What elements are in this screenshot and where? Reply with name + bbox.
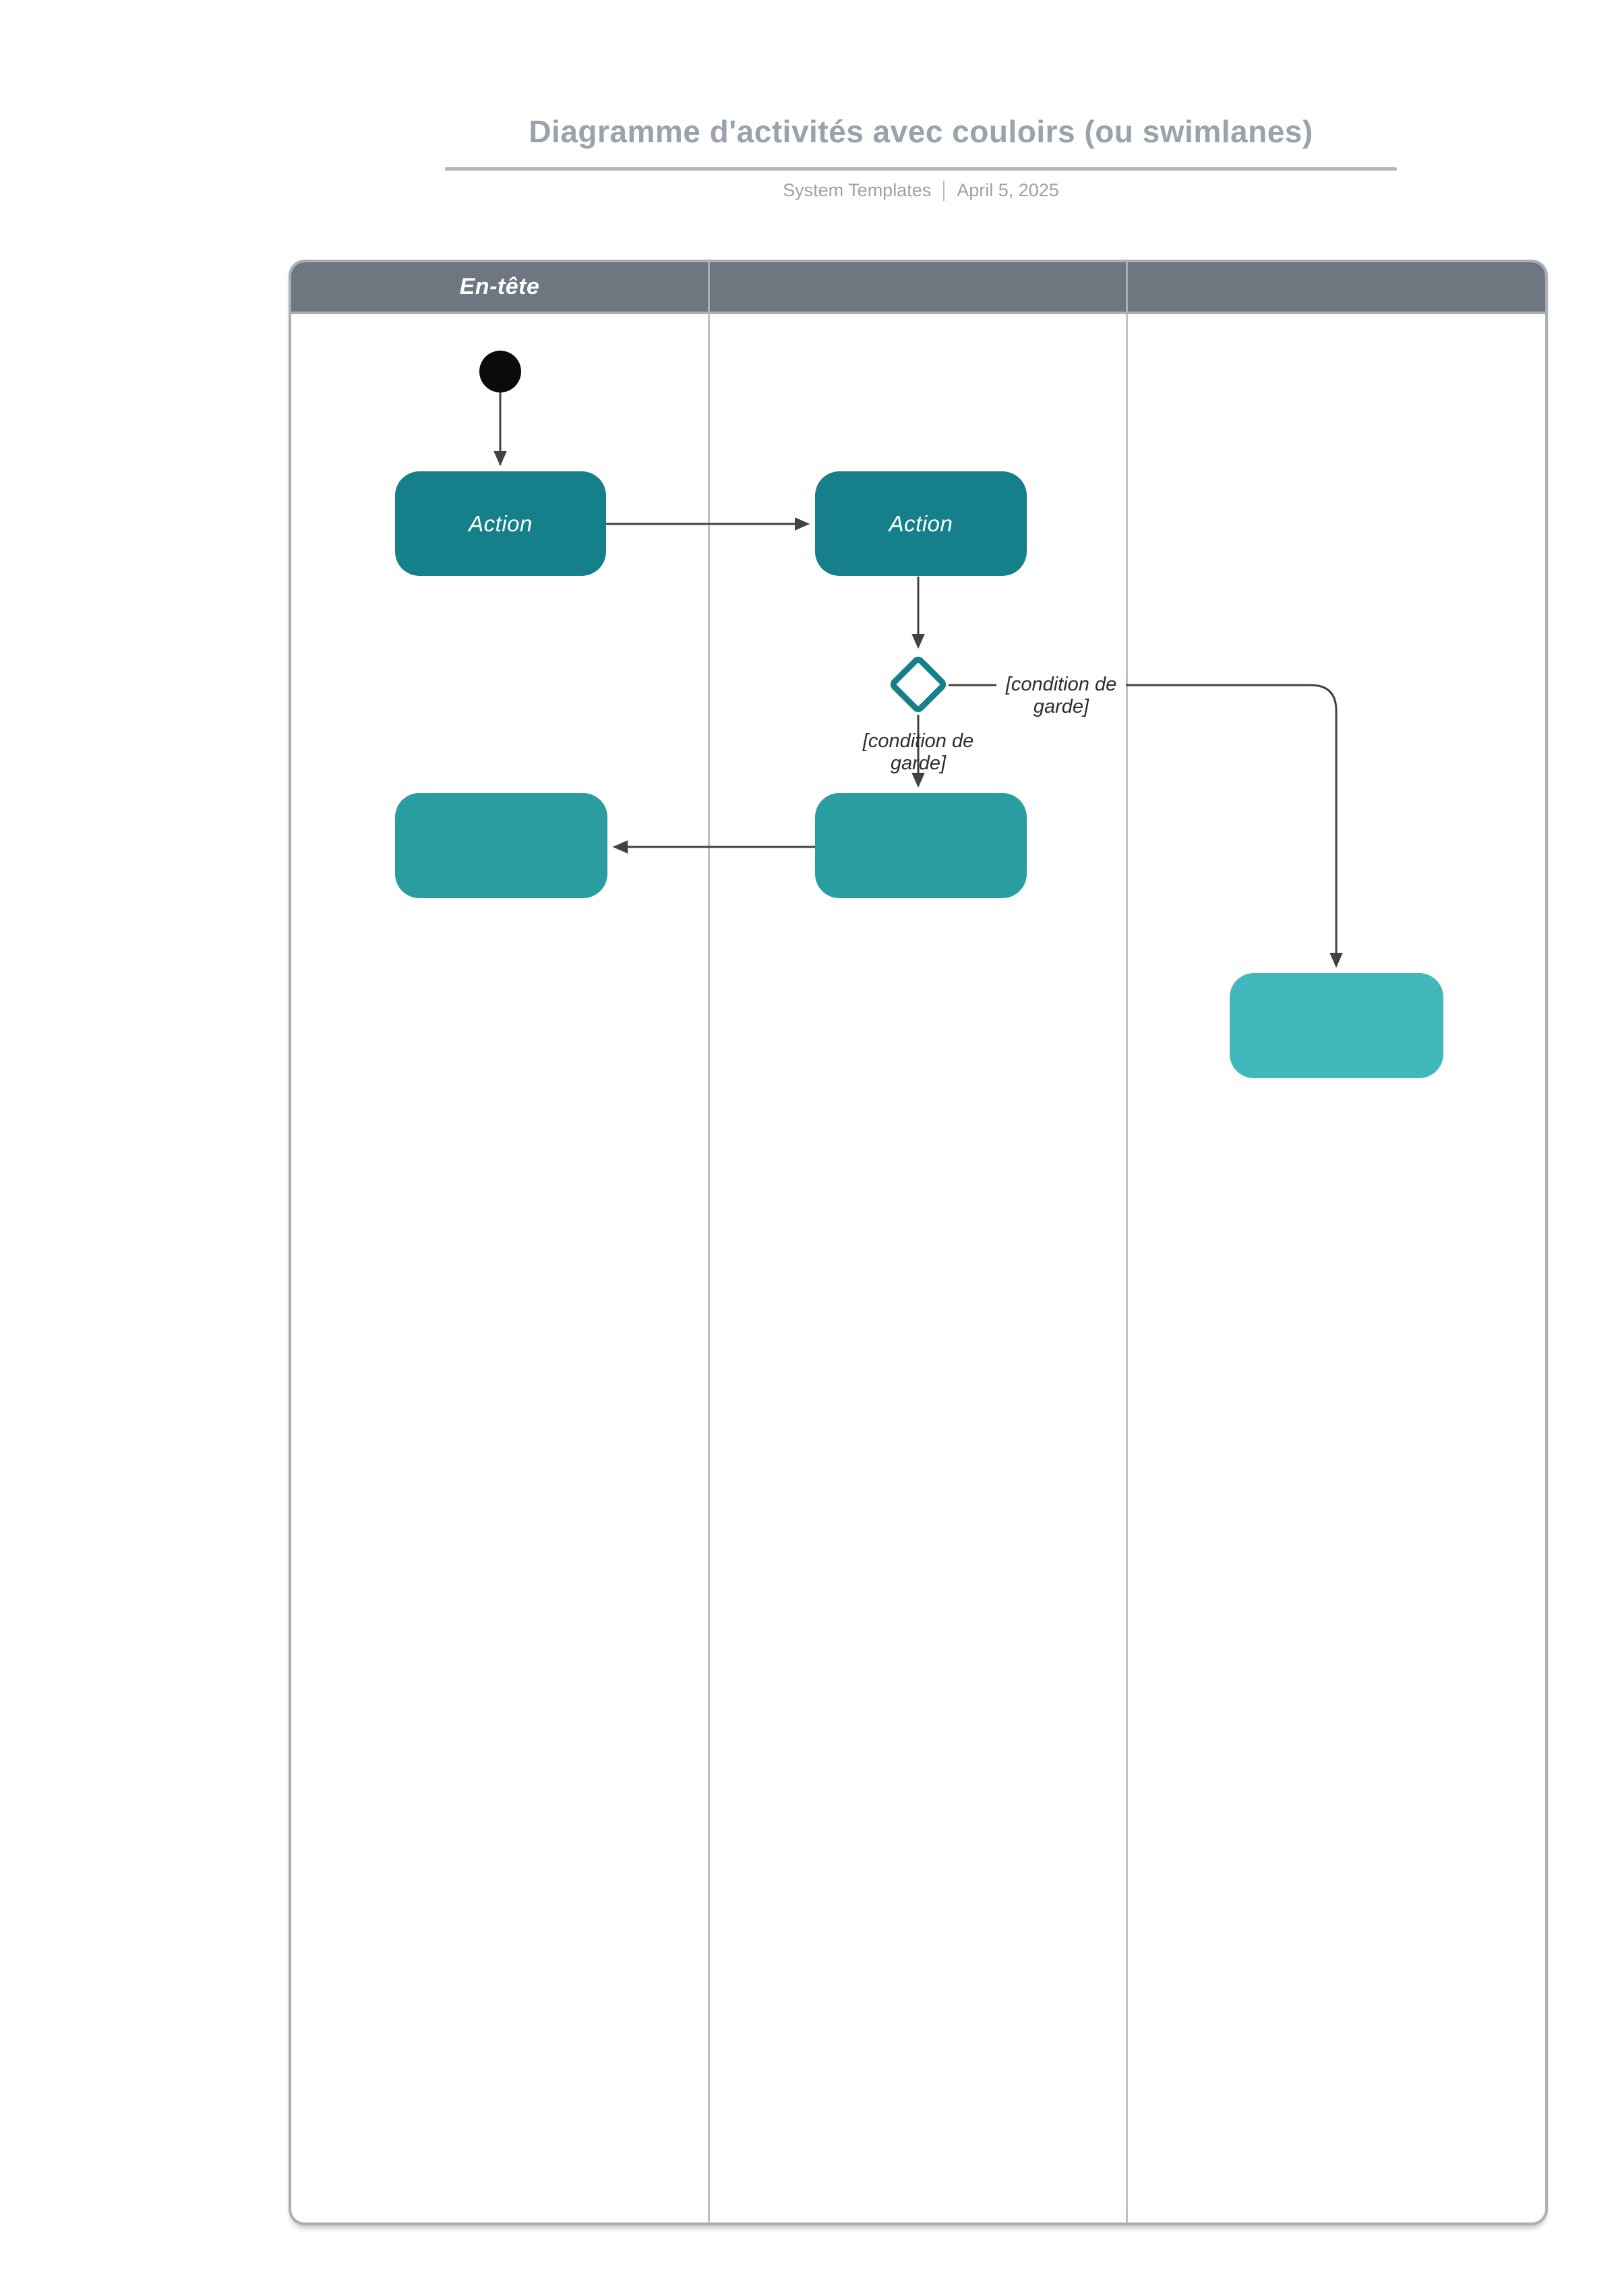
action-node-2: Action <box>815 471 1027 576</box>
action-node-1-label: Action <box>469 510 533 536</box>
guard-label-right-line2: garde] <box>1033 696 1089 717</box>
initial-state-node <box>479 351 521 392</box>
meta-source: System Templates <box>783 180 932 200</box>
guard-label-down: [condition de garde] <box>844 730 992 775</box>
guard-label-right: [condition de garde] <box>996 674 1126 718</box>
action-node-1: Action <box>395 471 606 576</box>
edge-decision-to-activity-right <box>949 684 1343 968</box>
lane-header-1: En-tête <box>291 262 708 312</box>
flow-edges <box>493 392 1343 968</box>
activity-node-left <box>395 793 607 898</box>
document-header: Diagramme d'activités avec couloirs (ou … <box>445 113 1397 201</box>
document-meta: System Templates April 5, 2025 <box>445 180 1397 201</box>
guard-label-right-line1: [condition de <box>1005 674 1117 695</box>
lane-header-rule <box>291 312 1545 314</box>
lane-header-separator-1 <box>708 262 710 314</box>
activity-node-right <box>1230 973 1443 1078</box>
activity-node-middle <box>815 793 1027 898</box>
lane-header-bar <box>291 262 1545 312</box>
meta-date: April 5, 2025 <box>957 180 1059 200</box>
guard-label-down-line2: garde] <box>890 753 947 774</box>
lane-divider-2 <box>1126 314 1128 2223</box>
swimlane-frame: En-tête <box>289 260 1548 2225</box>
swimlane-canvas: En-tête <box>291 262 1545 2223</box>
guard-label-down-line1: [condition de <box>862 730 974 752</box>
lane-header-separator-2 <box>1126 262 1128 314</box>
action-node-2-label: Action <box>889 510 953 536</box>
meta-separator <box>943 181 945 201</box>
lane-header-1-label: En-tête <box>459 274 540 299</box>
lane-divider-1 <box>708 314 710 2223</box>
title-divider <box>445 167 1397 171</box>
page-title: Diagramme d'activités avec couloirs (ou … <box>529 114 1313 149</box>
